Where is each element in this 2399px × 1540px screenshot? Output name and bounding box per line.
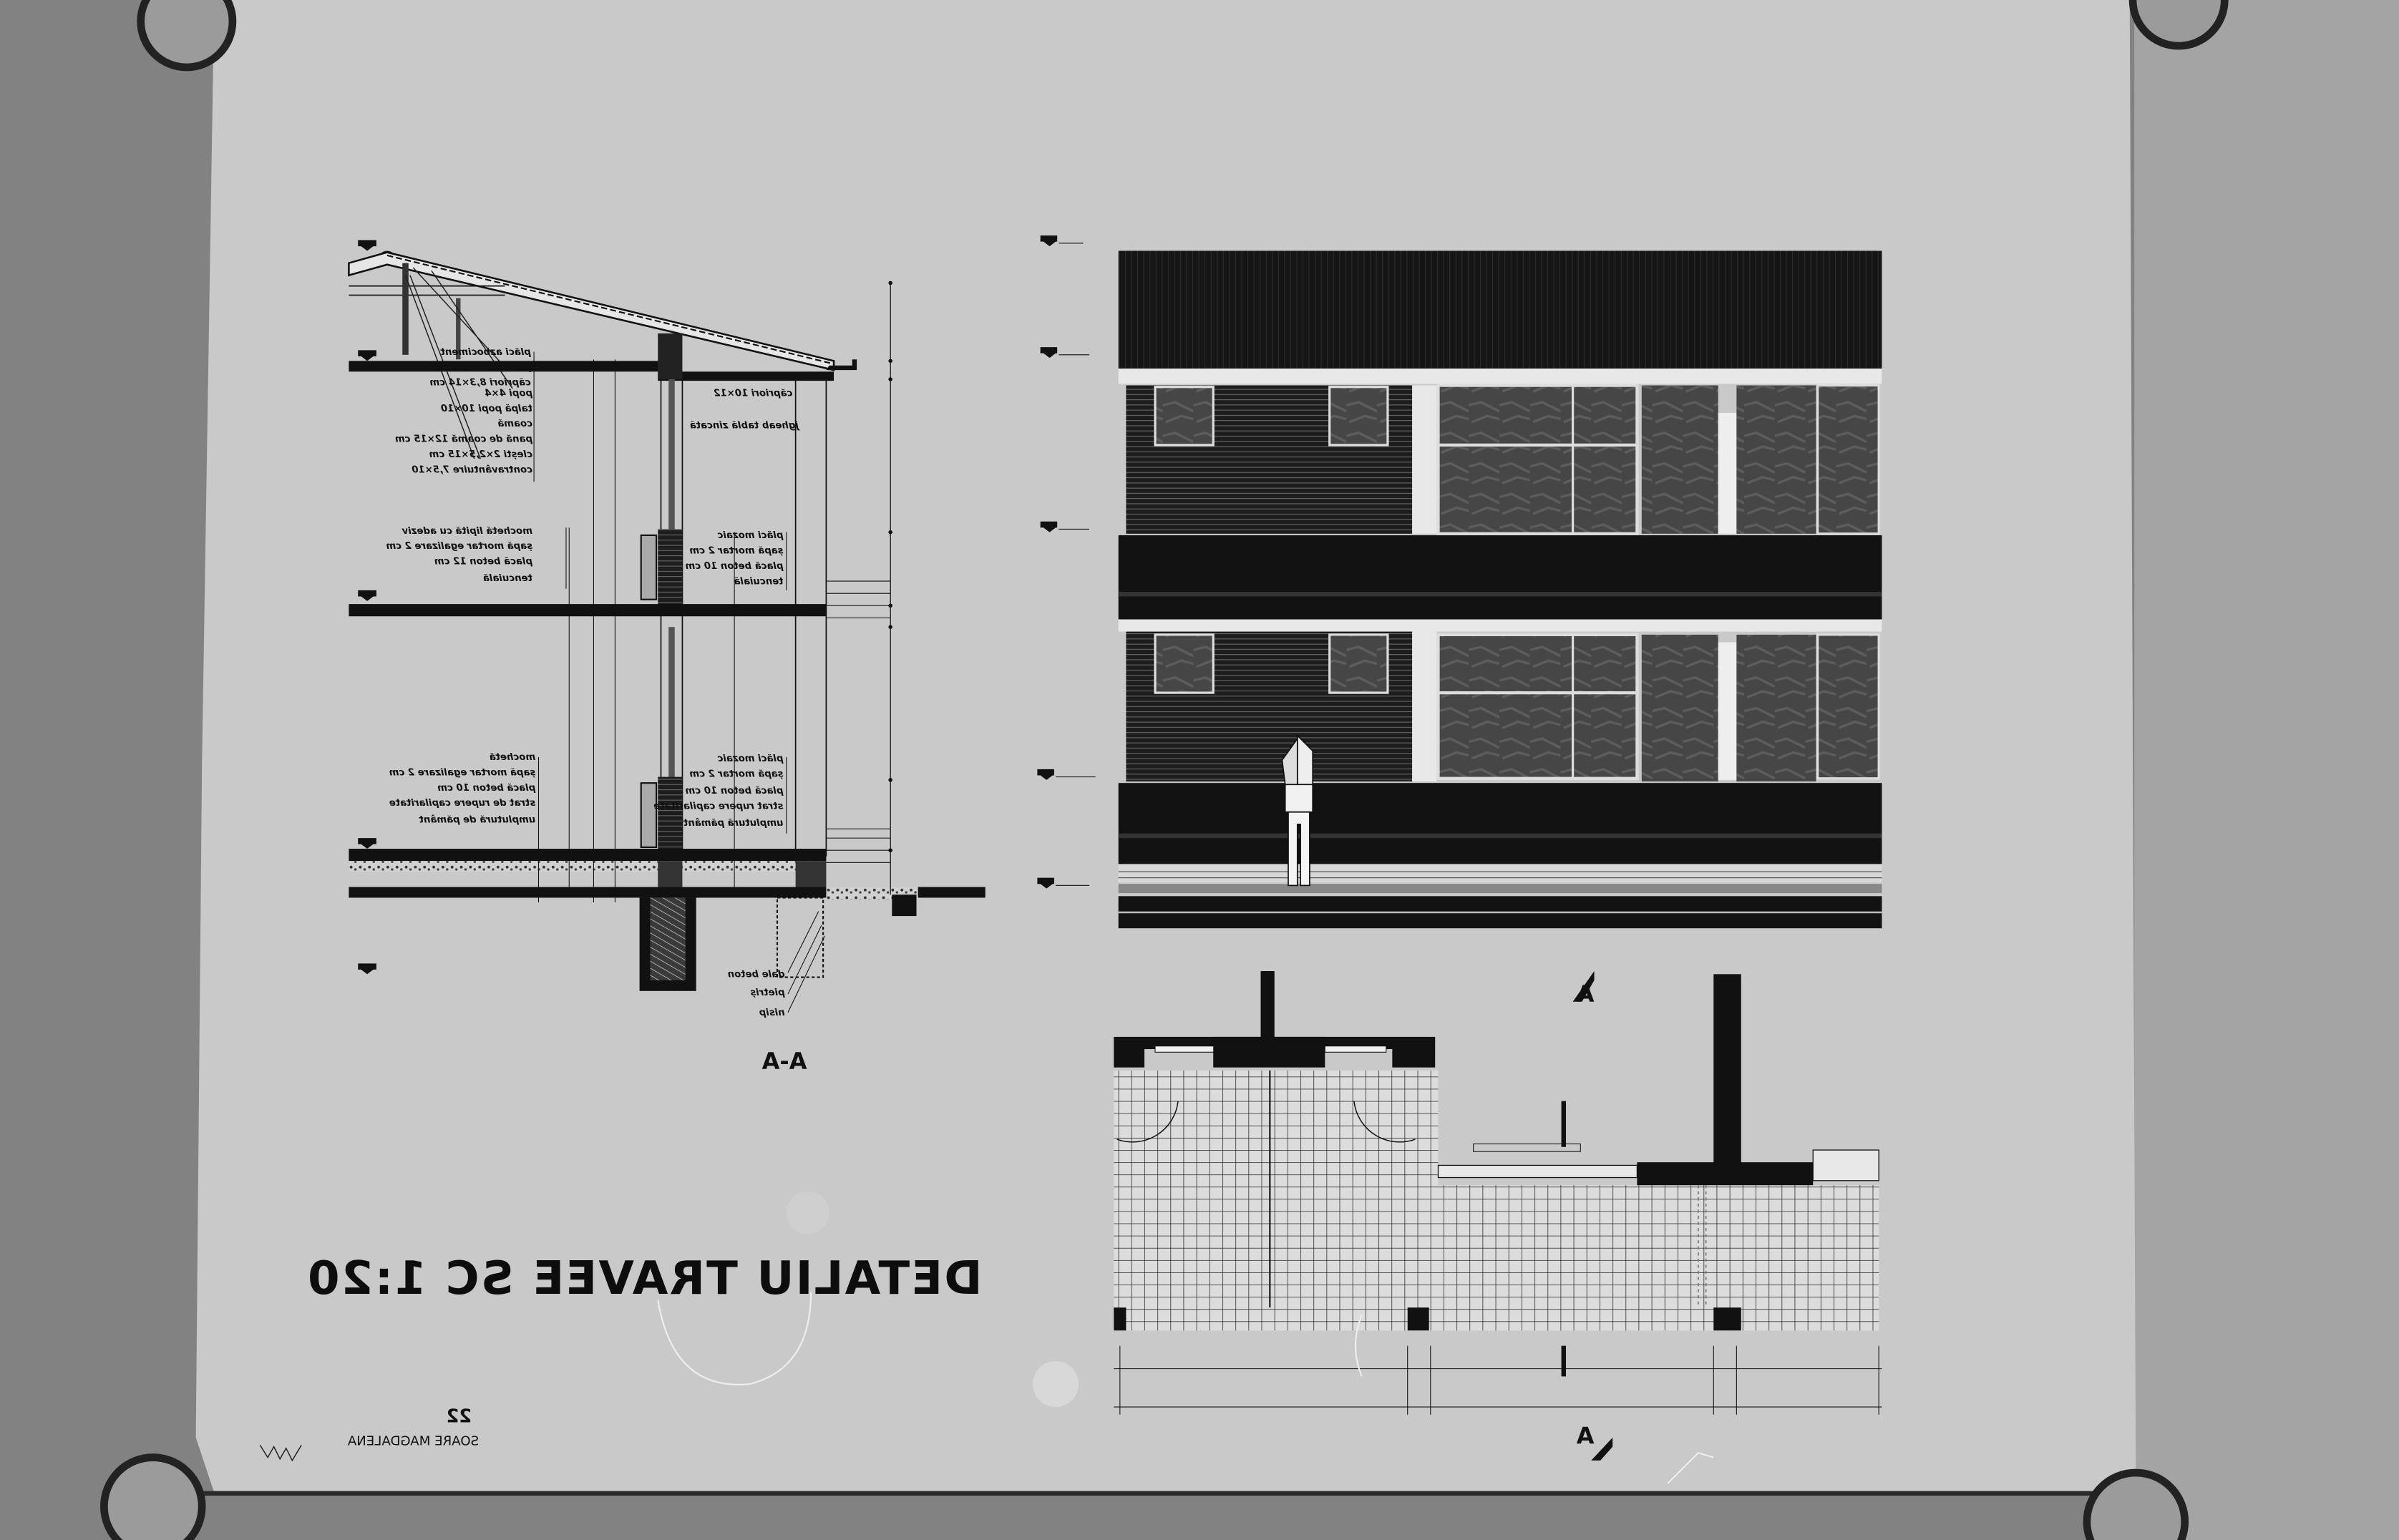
window — [1328, 386, 1389, 447]
level-mark-icon — [1040, 235, 1058, 247]
material-label: placă beton 10 cm — [685, 786, 784, 796]
paper-bottom-shadow — [198, 1491, 2136, 1496]
section-marker: A — [1572, 971, 1595, 1008]
section-marker: A — [1577, 1422, 1613, 1461]
material-label: placă beton 12 cm — [434, 557, 533, 567]
facade-elevation — [1037, 235, 1882, 929]
floor-slab — [349, 604, 827, 617]
section-title: A-A — [762, 1048, 807, 1075]
material-label: contravântuire 7,5×10 — [412, 464, 532, 475]
level-mark-icon — [1037, 769, 1054, 780]
material-label: tencuială — [483, 573, 532, 584]
material-label: pană de coamă 12×15 cm — [395, 434, 533, 445]
material-label: placă beton 10 cm — [685, 561, 784, 572]
pin-icon — [2083, 1468, 2189, 1540]
human-figure — [1281, 734, 1314, 887]
material-label: pane 6,3×14,8 cm — [434, 362, 532, 373]
level-mark-icon — [1040, 521, 1058, 532]
backdrop-right — [2134, 0, 2399, 1540]
material-label: șapă mortar 2 cm — [689, 769, 783, 780]
level-mark-icon — [1037, 877, 1054, 889]
section-marker-label: A — [1577, 980, 1595, 1008]
ground-slab — [349, 849, 827, 862]
material-label: șapă mortar egalizare 2 cm — [386, 541, 532, 552]
section-a-a: plăci azbociment pane 6,3×14,8 cm căprio… — [348, 240, 986, 1075]
attic-slab — [349, 361, 663, 372]
glazed-wall — [1436, 633, 1639, 780]
material-label: popi 4×4 — [485, 388, 533, 399]
glazed-wall — [1436, 384, 1639, 535]
material-label: tencuială — [734, 576, 783, 587]
material-label: plăci mozaic — [717, 530, 784, 541]
material-label: plăci mozaic — [717, 754, 784, 764]
material-label: mochetă — [490, 752, 536, 763]
sheet-number: 22 — [446, 1405, 472, 1427]
author-name: SOARE MAGDALENA — [347, 1434, 479, 1449]
material-label: pietriș — [750, 988, 785, 998]
material-label: umplutură de pământ — [419, 814, 535, 826]
level-mark-icon — [358, 590, 376, 601]
window — [1154, 386, 1215, 447]
pin-icon — [137, 0, 237, 72]
material-label: nisip — [759, 1008, 785, 1018]
level-mark-icon — [358, 838, 376, 849]
material-label: căpriori 8,3×14 cm — [429, 378, 531, 389]
gutter — [826, 359, 857, 371]
pin-icon — [2128, 0, 2229, 50]
material-label: șapă mortar 2 cm — [689, 546, 783, 557]
material-label: șapă mortar egalizare 2 cm — [389, 767, 535, 778]
material-label: coamă — [497, 419, 532, 429]
material-label: plăci azbociment — [440, 347, 532, 358]
material-label: căpriori 10×12 — [714, 388, 792, 399]
level-mark-icon — [1040, 347, 1058, 359]
window — [1328, 633, 1389, 694]
level-mark-icon — [358, 963, 376, 975]
level-mark-icon — [358, 350, 376, 361]
material-label: strat de rupere capilaritate — [389, 798, 535, 809]
material-label: strat rupere capilaritate — [653, 801, 783, 812]
material-label: mochetă lipită cu adeziv — [402, 526, 532, 537]
radiator — [640, 534, 658, 600]
section-marker-label: A — [1577, 1422, 1595, 1449]
floor-plan: A A — [1114, 971, 1897, 1461]
material-label: talpă popi 10×10 — [441, 404, 532, 414]
material-label: placă beton 10 cm — [437, 783, 536, 794]
window — [1154, 633, 1215, 694]
radiator — [640, 782, 658, 848]
material-label: jgheab tablă zincată — [690, 420, 800, 431]
level-mark-icon — [358, 240, 376, 251]
pin-icon — [100, 1453, 206, 1540]
material-label: clești 2×2,5×15 cm — [429, 449, 532, 460]
sheet-title: DETALIU TRAVEE SC 1:20 — [306, 1252, 983, 1305]
material-label: umplutură pământ — [683, 817, 783, 829]
material-label: dale beton — [728, 970, 785, 980]
roof-fascia — [1118, 250, 1882, 369]
roof-slope — [348, 251, 835, 371]
